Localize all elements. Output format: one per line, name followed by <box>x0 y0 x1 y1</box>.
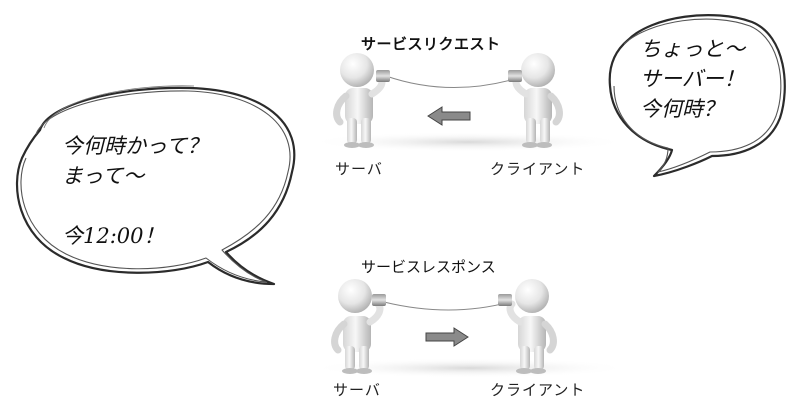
response-server-figure <box>331 279 386 374</box>
server-speech-bubble <box>15 85 296 286</box>
client-bubble-line-2: サーバー！ <box>640 67 745 91</box>
request-server-label: サーバ <box>335 160 383 178</box>
request-title: サービスリクエスト <box>361 35 501 53</box>
response-title: サービスレスポンス <box>361 258 496 276</box>
client-bubble-line-3: 今何時？ <box>640 97 724 121</box>
request-client-figure <box>508 53 563 148</box>
client-speech-bubble <box>608 14 786 178</box>
response-arrow-right-icon <box>425 327 469 347</box>
request-server-figure <box>333 53 390 148</box>
response-client-label: クライアント <box>490 381 586 399</box>
response-client-figure <box>498 279 557 374</box>
request-scene <box>308 53 628 152</box>
request-client-label: クライアント <box>490 160 586 178</box>
server-bubble-line-1: 今何時かって？ <box>62 134 208 158</box>
request-arrow-left-icon <box>427 106 471 126</box>
response-string <box>383 301 511 311</box>
request-string <box>385 75 519 88</box>
server-bubble-line-4: 今12:00！ <box>62 224 165 248</box>
response-server-label: サーバ <box>333 381 381 399</box>
response-scene <box>310 279 630 378</box>
server-bubble-line-2: まって〜 <box>62 164 145 188</box>
client-bubble-line-1: ちょっと〜 <box>640 37 745 61</box>
